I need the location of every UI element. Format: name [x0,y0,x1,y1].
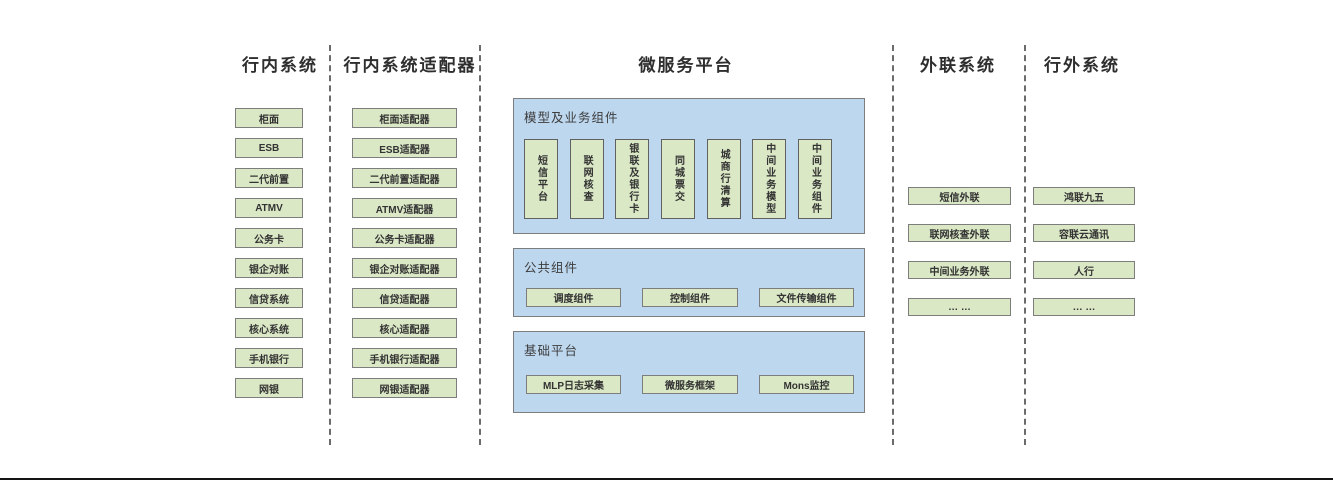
column-header-internal-systems: 行内系统 [242,56,318,75]
internal-systems-column: 柜面 ESB 二代前置 ATMV 公务卡 银企对账 信贷系统 核心系统 手机银行… [235,108,303,408]
column-header-internal-adapters: 行内系统适配器 [343,56,477,75]
diagram-node: 二代前置 [235,168,303,188]
diagram-node: … … [1033,298,1135,316]
column-header-outreach-systems: 外联系统 [920,56,996,75]
dashed-divider [329,45,331,445]
node-label: 银联及银行卡 [626,143,638,215]
diagram-node: 中间业务组件 [797,139,832,219]
diagram-node: Mons监控 [759,375,854,394]
diagram-node: 调度组件 [526,288,621,307]
dashed-divider [479,45,481,445]
node-row: 调度组件 控制组件 文件传输组件 [526,288,854,307]
diagram-node: 银联及银行卡 [615,139,650,219]
column-header-microservice-platform: 微服务平台 [638,56,734,75]
node-label: 城商行清算 [718,149,730,209]
group-label: 基础平台 [524,344,579,358]
diagram-node: 柜面适配器 [352,108,457,128]
diagram-node: 公务卡 [235,228,303,248]
diagram-node: 微服务框架 [642,375,738,394]
diagram-node: 联网核查 [569,139,604,219]
diagram-node: 网银 [235,378,303,398]
node-label: 中间业务组件 [809,143,821,215]
diagram-node: 手机银行适配器 [352,348,457,368]
diagram-node: 城商行清算 [706,139,741,219]
diagram-node: 核心适配器 [352,318,457,338]
group-label: 公共组件 [524,261,579,275]
diagram-node: ATMV适配器 [352,198,457,218]
node-label: 中间业务模型 [763,143,775,215]
dashed-divider [1024,45,1026,445]
diagram-node: 手机银行 [235,348,303,368]
diagram-node: 核心系统 [235,318,303,338]
diagram-node: 柜面 [235,108,303,128]
diagram-node: … … [908,298,1011,316]
node-label: 短信平台 [535,155,547,203]
internal-adapters-column: 柜面适配器 ESB适配器 二代前置适配器 ATMV适配器 公务卡适配器 银企对账… [352,108,457,408]
diagram-node: 控制组件 [642,288,738,307]
diagram-node: 银企对账适配器 [352,258,457,278]
diagram-node: 网银适配器 [352,378,457,398]
column-header-external-systems: 行外系统 [1044,56,1120,75]
node-row: MLP日志采集 微服务框架 Mons监控 [526,375,854,394]
group-label: 模型及业务组件 [524,111,619,125]
diagram-node: 短信外联 [908,187,1011,205]
diagram-node: 中间业务外联 [908,261,1011,279]
node-label: 联网核查 [581,155,593,203]
group-base-platform: 基础平台 MLP日志采集 微服务框架 Mons监控 [513,331,865,413]
diagram-node: 文件传输组件 [759,288,854,307]
diagram-node: 信贷系统 [235,288,303,308]
diagram-node: MLP日志采集 [526,375,621,394]
diagram-node: ATMV [235,198,303,218]
external-systems-column: 鸿联九五 容联云通讯 人行 … … [1033,187,1135,335]
diagram-node: 联网核查外联 [908,224,1011,242]
diagram-node: 容联云通讯 [1033,224,1135,242]
dashed-divider [892,45,894,445]
vertical-node-row: 短信平台 联网核查 银联及银行卡 同城票交 城商行清算 中间业务模型 中间业务组… [524,139,832,219]
diagram-node: 短信平台 [524,139,558,219]
diagram-node: 中间业务模型 [752,139,787,219]
bottom-rule [0,478,1333,480]
diagram-node: 二代前置适配器 [352,168,457,188]
outreach-systems-column: 短信外联 联网核查外联 中间业务外联 … … [908,187,1011,335]
diagram-node: 信贷适配器 [352,288,457,308]
group-model-business-components: 模型及业务组件 短信平台 联网核查 银联及银行卡 同城票交 城商行清算 中间业务… [513,98,865,234]
diagram-node: 同城票交 [660,139,695,219]
node-label: 同城票交 [672,155,684,203]
diagram-node: 公务卡适配器 [352,228,457,248]
diagram-node: 鸿联九五 [1033,187,1135,205]
diagram-node: ESB适配器 [352,138,457,158]
group-common-components: 公共组件 调度组件 控制组件 文件传输组件 [513,248,865,317]
diagram-node: ESB [235,138,303,158]
diagram-node: 银企对账 [235,258,303,278]
diagram-node: 人行 [1033,261,1135,279]
